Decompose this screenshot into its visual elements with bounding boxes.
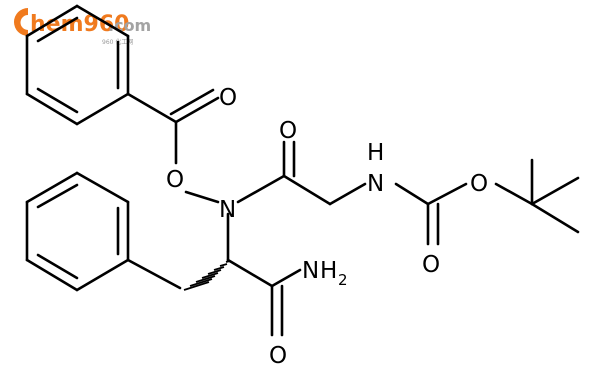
boc-group	[394, 158, 580, 246]
atom-o-ester: O	[166, 167, 184, 193]
atom-n-carbamate: N	[367, 171, 384, 197]
logo-c-icon	[13, 7, 28, 37]
atom-o-boc-carbonyl: O	[422, 252, 440, 278]
o-n-bond	[184, 190, 220, 204]
logo-domain: .com	[108, 16, 151, 35]
glycyl-carbonyl	[236, 140, 367, 206]
atom-h-amide: H	[320, 258, 337, 284]
phenylalaninamide	[126, 212, 302, 337]
site-logo: hem960 .com 960 化工网	[13, 7, 151, 46]
atom-o-benzoyl-carbonyl: O	[219, 85, 237, 111]
atom-n-central: N	[219, 197, 236, 223]
atom-o-amide: O	[269, 343, 287, 369]
benzyl-ring	[25, 171, 130, 292]
atom-n-amide: N	[302, 258, 319, 284]
atom-h-carbamate: H	[367, 140, 384, 166]
hashed-wedge-bond	[183, 260, 231, 291]
benzoyl-ring	[25, 4, 130, 126]
atom-h-amide-subscript: 2	[338, 271, 348, 289]
atom-o-boc-ether: O	[470, 171, 488, 197]
atom-o-glycyl-carbonyl: O	[279, 118, 297, 144]
benzoyl-carbonyl	[126, 88, 220, 165]
